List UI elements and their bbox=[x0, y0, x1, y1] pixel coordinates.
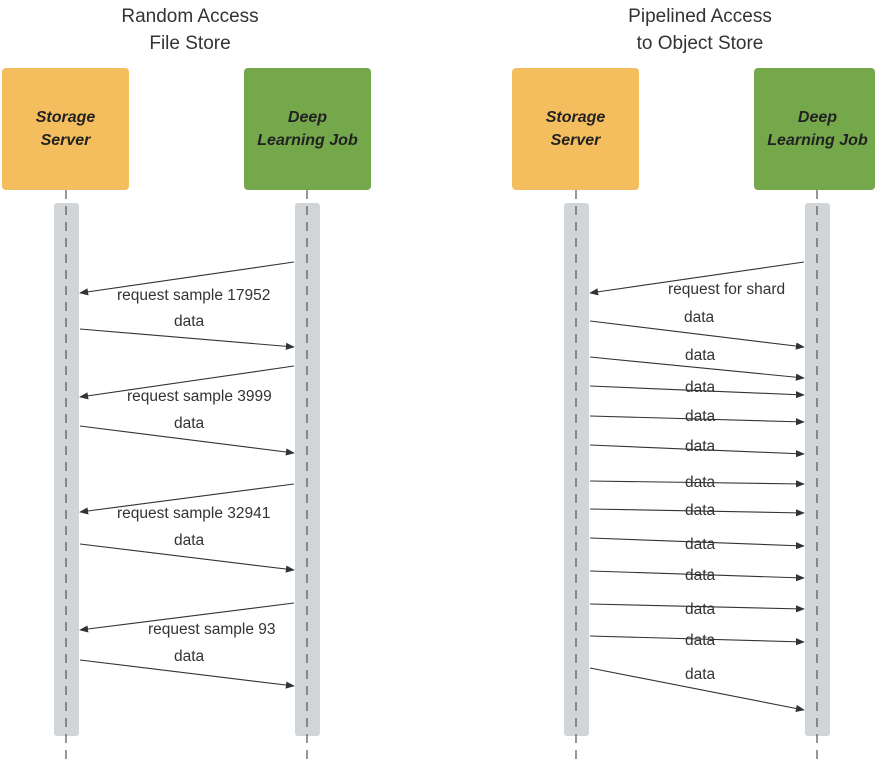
left-deep-learning-job-label: Deep Learning Job bbox=[257, 109, 358, 149]
left-request-arrow bbox=[79, 261, 295, 296]
right-request-arrow bbox=[589, 261, 805, 296]
right-title-line2: to Object Store bbox=[636, 33, 764, 54]
left-data-arrow bbox=[79, 543, 295, 573]
left-arrows bbox=[79, 261, 295, 689]
right-data-arrow bbox=[589, 480, 805, 488]
right-message-label: data bbox=[685, 567, 716, 584]
left-data-arrow bbox=[79, 425, 295, 456]
right-data-arrow bbox=[589, 603, 805, 613]
right-message-label: data bbox=[685, 632, 716, 649]
right-deep-learning-job-label: Deep Learning Job bbox=[767, 109, 868, 149]
right-panel-title: Pipelined Access to Object Store bbox=[600, 3, 800, 57]
left-message-label: data bbox=[174, 313, 205, 330]
right-message-label: data bbox=[685, 666, 716, 683]
right-message-label: data bbox=[685, 601, 716, 618]
left-storage-server-box: Storage Server bbox=[2, 68, 129, 190]
right-message-label: data bbox=[685, 474, 716, 491]
right-data-arrow bbox=[589, 415, 805, 426]
right-data-arrow bbox=[589, 320, 805, 350]
right-message-label: data bbox=[685, 502, 716, 519]
left-message-label: request sample 93 bbox=[148, 621, 276, 638]
left-message-label: request sample 32941 bbox=[117, 505, 271, 522]
right-data-arrow bbox=[589, 635, 805, 646]
right-message-label: data bbox=[685, 379, 716, 396]
left-data-arrow bbox=[79, 328, 295, 350]
left-request-arrow bbox=[79, 483, 295, 515]
right-title-line1: Pipelined Access bbox=[628, 6, 772, 27]
right-arrows bbox=[589, 261, 805, 712]
left-message-label: request sample 17952 bbox=[117, 287, 271, 304]
right-storage-server-label: Storage Server bbox=[545, 109, 606, 149]
right-message-label: data bbox=[685, 438, 716, 455]
left-request-arrow bbox=[79, 602, 295, 633]
left-title-line1: Random Access bbox=[121, 6, 259, 27]
right-data-arrow bbox=[589, 385, 805, 399]
left-request-arrow bbox=[79, 365, 295, 400]
right-data-arrow bbox=[589, 356, 805, 381]
left-storage-server-label: Storage Server bbox=[35, 109, 96, 149]
left-message-label: data bbox=[174, 648, 205, 665]
right-message-label: data bbox=[685, 408, 716, 425]
right-data-arrow bbox=[589, 570, 805, 582]
right-data-arrow bbox=[589, 508, 805, 517]
right-message-label: data bbox=[685, 536, 716, 553]
right-message-label: request for shard bbox=[668, 281, 786, 298]
left-data-arrow bbox=[79, 659, 295, 689]
left-message-label: request sample 3999 bbox=[127, 388, 272, 405]
right-storage-server-box: Storage Server bbox=[512, 68, 639, 190]
right-message-label: data bbox=[684, 309, 715, 326]
left-message-label: data bbox=[174, 415, 205, 432]
right-data-arrow bbox=[589, 667, 805, 712]
right-data-arrow bbox=[589, 537, 805, 550]
right-message-label: data bbox=[685, 347, 716, 364]
left-title-line2: File Store bbox=[149, 33, 231, 54]
left-deep-learning-job-box: Deep Learning Job bbox=[244, 68, 371, 190]
left-message-label: data bbox=[174, 532, 205, 549]
right-data-arrow bbox=[589, 444, 805, 458]
right-deep-learning-job-box: Deep Learning Job bbox=[754, 68, 875, 190]
left-panel-title: Random Access File Store bbox=[90, 3, 290, 57]
